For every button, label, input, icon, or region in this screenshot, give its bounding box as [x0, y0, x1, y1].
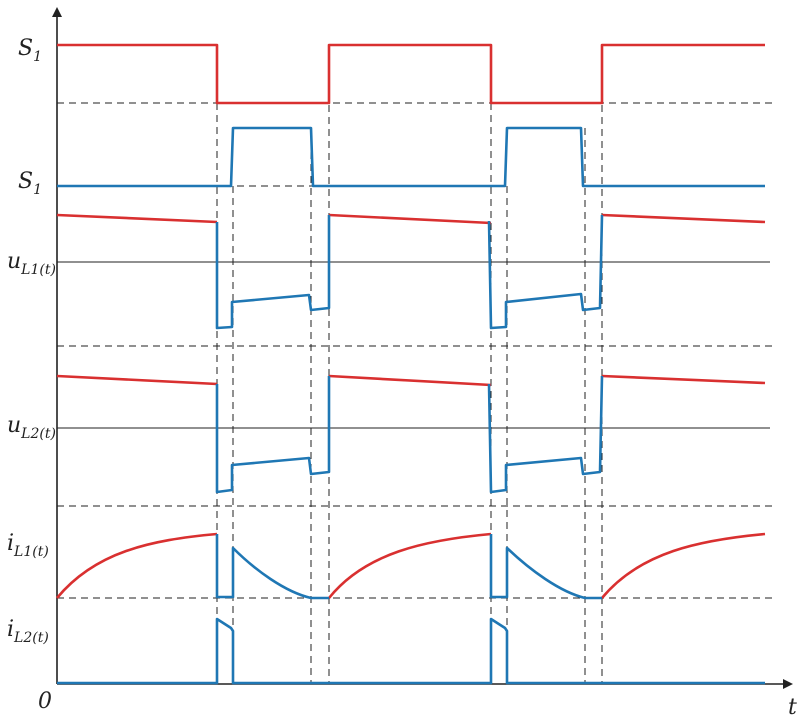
il1-red-rise-3	[600, 532, 766, 599]
signal-il1	[55, 532, 766, 600]
il1-red-rise-1	[55, 532, 218, 599]
ul1-red-seg-1	[56, 213, 218, 224]
label-ul1: uL1(t)	[7, 249, 56, 278]
signal-s1-blue	[57, 126, 765, 188]
ul2-blue-seg-1	[215, 376, 331, 494]
ul2-blue-seg-2	[487, 375, 604, 494]
label-s1-red: S1	[18, 36, 42, 65]
il1-blue-fall-2	[489, 534, 602, 600]
ul1-blue-seg-2	[487, 214, 604, 330]
label-s1-blue: S1	[18, 169, 42, 198]
ul1-red-seg-2	[328, 213, 492, 225]
signal-ul2	[56, 374, 766, 494]
ul2-red-seg-1	[56, 374, 218, 386]
ul2-red-seg-3	[601, 374, 766, 385]
label-ul2: uL2(t)	[7, 413, 56, 442]
origin-label: 0	[38, 689, 52, 714]
ul2-red-seg-2	[328, 374, 492, 387]
signal-il2	[57, 617, 765, 685]
signal-ul1	[56, 213, 766, 330]
il1-red-rise-2	[327, 532, 492, 599]
label-il2: iL2(t)	[7, 617, 49, 646]
ul1-red-seg-3	[601, 213, 766, 224]
x-axis-label: t	[788, 695, 797, 720]
label-il1: iL1(t)	[7, 531, 49, 560]
ul1-blue-seg-1	[215, 215, 331, 330]
il1-blue-fall-1	[215, 534, 329, 600]
signal-s1-red	[57, 43, 765, 105]
switching-guides	[216, 45, 603, 684]
